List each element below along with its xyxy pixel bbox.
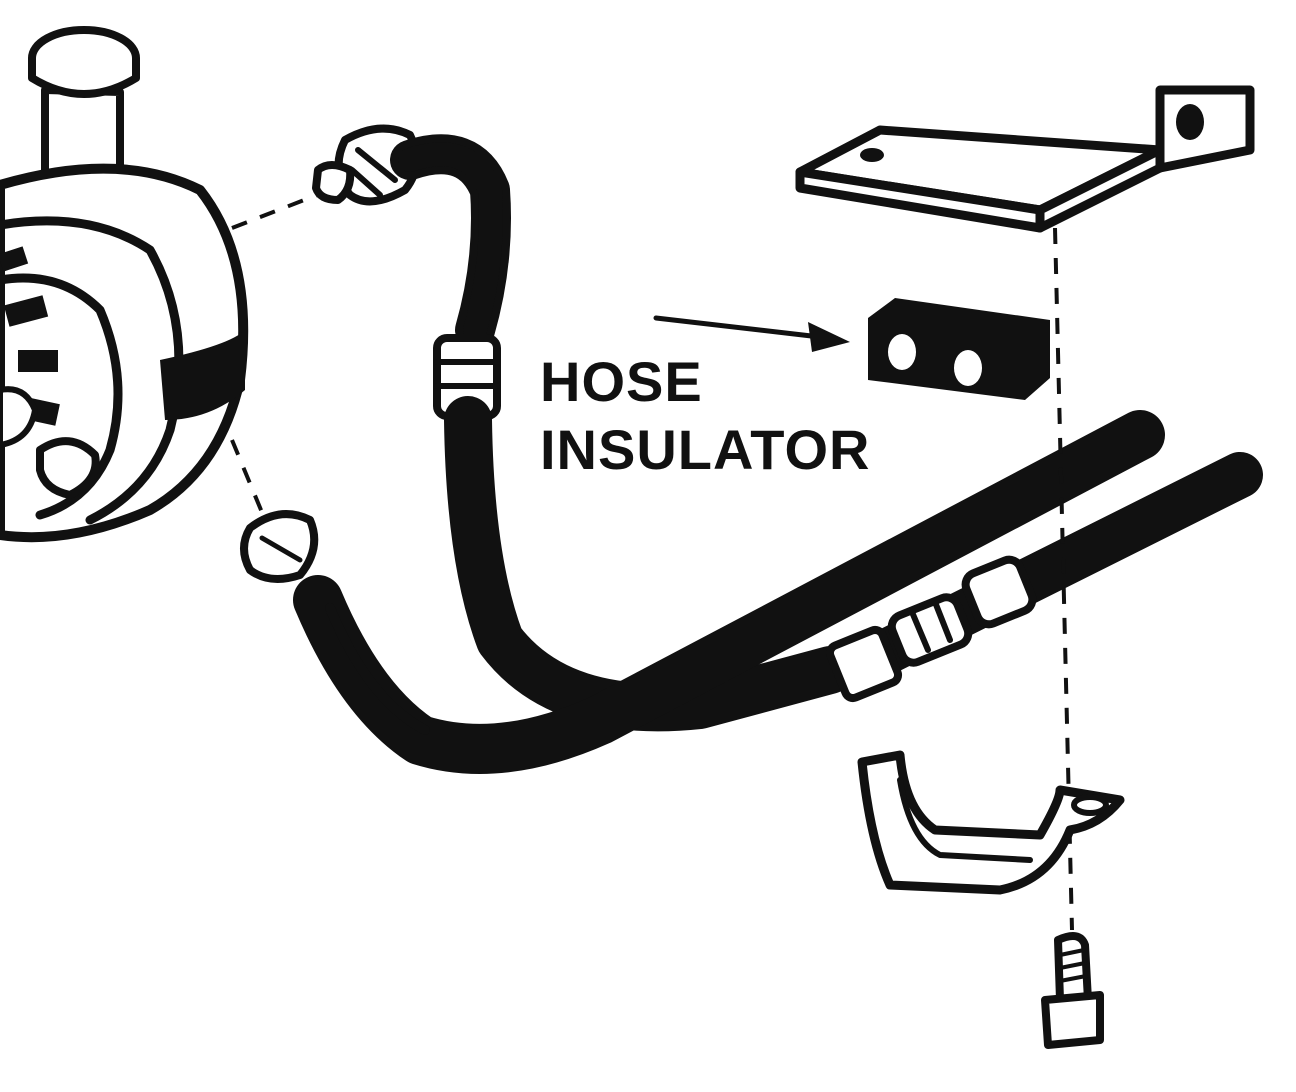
callout-arrow: [653, 315, 850, 352]
callout-label-line2: INSULATOR: [540, 418, 871, 481]
steel-line-lower: [825, 452, 1263, 703]
mounting-bracket-upper: [795, 85, 1255, 233]
hose-clamp-lower: [857, 750, 1125, 895]
bolt: [1041, 932, 1104, 1049]
hose-clip: [240, 510, 319, 583]
power-steering-pump: [0, 26, 249, 543]
callout-label-line1: HOSE: [540, 350, 703, 413]
hose-insulator-block: [868, 298, 1050, 400]
assembly-line-upper: [231, 188, 331, 230]
return-hose: [293, 410, 1165, 774]
